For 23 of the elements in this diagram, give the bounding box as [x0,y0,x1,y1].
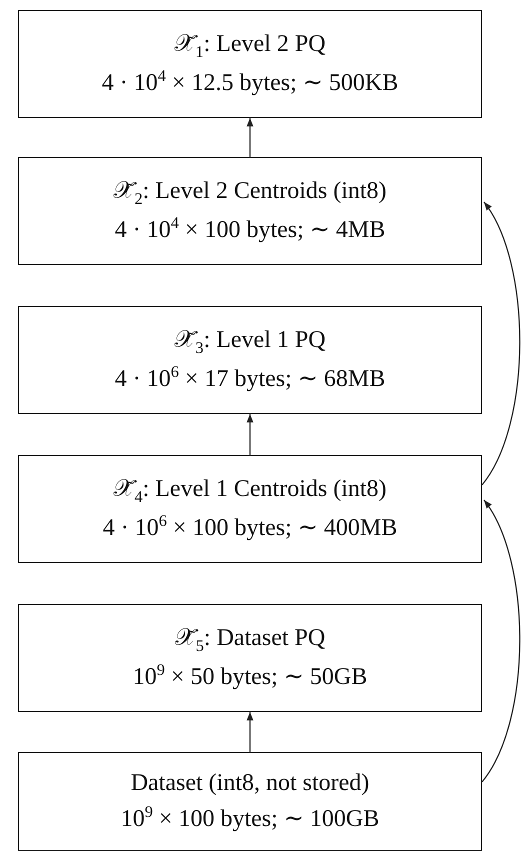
process-box [18,10,482,118]
box-title: Dataset (int8, not stored) [130,769,370,798]
box-title: 𝒳̃$_{2}$: Level 2 Centroids (int8) [113,177,387,209]
box-title: 𝒳̃$_{3}$: Level 1 PQ [174,326,326,358]
arrow [482,500,520,782]
size-text: 4 · 10$^{6}$ × 17 bytes; ∼ 68MB [114,362,386,394]
process-box [18,455,482,563]
size-text: 10$^{9}$ × 100 bytes; ∼ 100GB [120,802,380,834]
arrow [246,118,254,157]
size-text: 10$^{9}$ × 50 bytes; ∼ 50GB [132,660,368,692]
box-title: 𝒳̃$_{1}$: Level 2 PQ [174,30,326,62]
size-text: 4 · 10$^{4}$ × 12.5 bytes; ∼ 500KB [102,66,398,98]
arrow [246,712,254,752]
size-text: 4 · 10$^{6}$ × 100 bytes; ∼ 400MB [102,510,398,543]
process-box [18,604,482,712]
process-box [18,306,482,414]
arrow [246,414,254,455]
box-title: 𝒳̃$_{4}$: Level 1 Centroids (int8) [113,475,387,507]
size-text: 4 · 10$^{4}$ × 100 bytes; ∼ 4MB [114,212,386,245]
box-title: 𝒳̃$_{5}$: Dataset PQ [174,624,326,656]
process-box [18,752,482,851]
process-box [18,157,482,265]
arrow [482,202,520,486]
